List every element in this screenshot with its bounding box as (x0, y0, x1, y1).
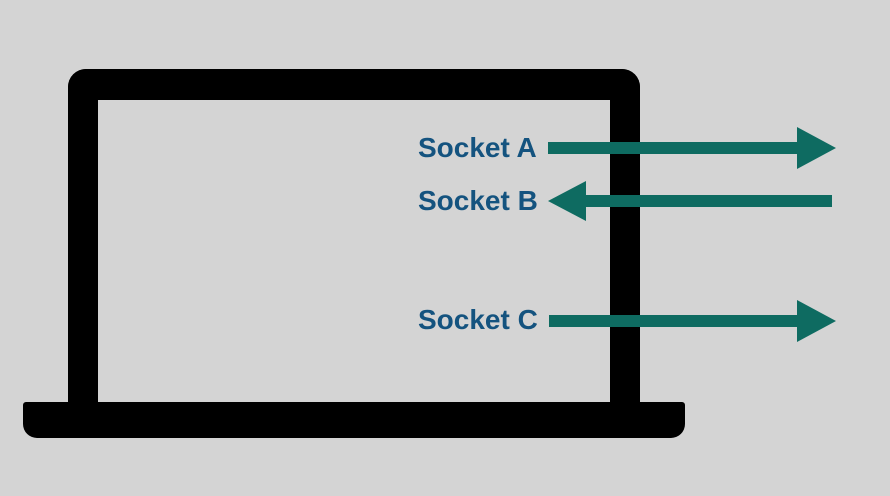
socket-c-arrow-outbound-icon (549, 300, 836, 342)
laptop-screen-frame (68, 69, 640, 402)
socket-a-label: Socket A (418, 132, 537, 163)
laptop-base (23, 402, 685, 438)
socket-b-arrow-inbound-icon (548, 181, 832, 221)
socket-a-arrow-outbound-icon (548, 127, 836, 169)
socket-c-label: Socket C (418, 304, 538, 335)
socket-b-label: Socket B (418, 185, 538, 216)
